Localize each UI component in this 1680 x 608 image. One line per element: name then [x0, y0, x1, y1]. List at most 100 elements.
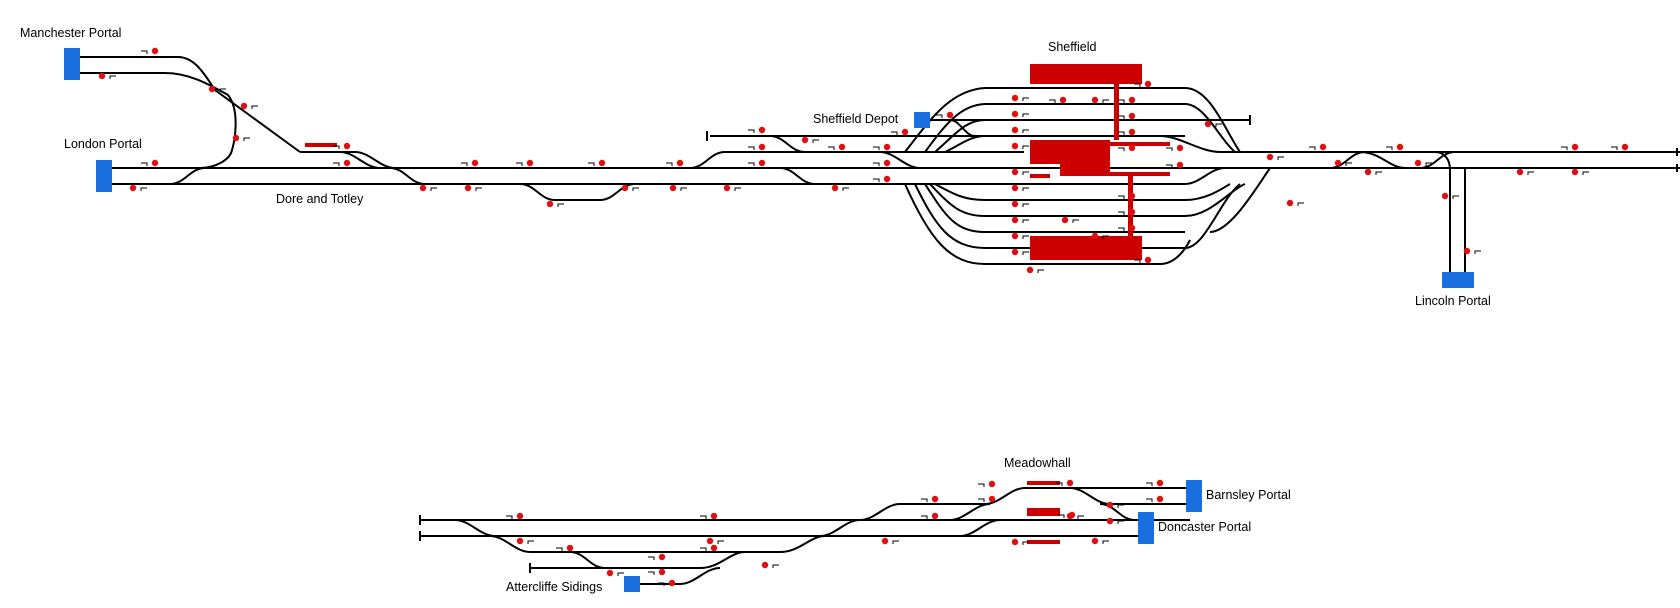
signal-icon: [1414, 159, 1432, 167]
signal-icon: [1146, 495, 1164, 503]
signal-icon: [1118, 144, 1136, 152]
signal-icon: [873, 175, 891, 183]
signal-post: [978, 483, 985, 487]
signal-icon: [1118, 192, 1136, 200]
signal-dot: [1011, 94, 1019, 102]
signal-dot: [758, 143, 766, 151]
signal-dot: [1144, 80, 1152, 88]
platform-meadowhall-1: [1027, 481, 1060, 485]
signal-post: [892, 540, 899, 544]
buffer-stops: [706, 115, 1678, 172]
signal-dot: [1091, 232, 1099, 240]
signal-post: [1277, 156, 1284, 160]
signal-icon: [240, 102, 258, 110]
signal-dot: [1128, 128, 1136, 136]
signal-post: [1022, 129, 1029, 133]
signal-dot: [1396, 143, 1404, 151]
signal-post: [936, 114, 943, 118]
signal-icon: [419, 184, 437, 192]
signal-dot: [901, 128, 909, 136]
signal-dot: [883, 175, 891, 183]
signal-icon: [232, 134, 250, 142]
platform-meadowhall-3: [1027, 540, 1060, 544]
portals: [64, 48, 1474, 592]
signal-icon: [700, 544, 718, 552]
signal-icon: [1118, 96, 1136, 104]
signal-icon: [1118, 208, 1136, 216]
signal-post: [557, 203, 564, 207]
signal-icon: [921, 512, 939, 520]
signal-dot: [1266, 153, 1274, 161]
signal-icon: [546, 200, 564, 208]
signal-icon: [1134, 80, 1152, 88]
lincoln-portal-block: [1442, 272, 1474, 288]
signal-post: [978, 498, 985, 502]
signal-post: [700, 515, 707, 519]
signal-post: [873, 162, 880, 166]
signal-post: [632, 187, 639, 191]
footbridge-south: [1128, 176, 1133, 236]
signal-dot: [1061, 216, 1069, 224]
signal-dot: [1011, 232, 1019, 240]
signal-post: [873, 178, 880, 182]
signal-post: [141, 50, 148, 54]
signal-icon: [1386, 143, 1404, 151]
signal-post: [1118, 147, 1125, 151]
platform-meadowhall-2: [1027, 508, 1060, 516]
signal-icon: [881, 537, 899, 545]
signal-dot: [988, 495, 996, 503]
signal-icon: [828, 143, 846, 151]
tracks-lower: [420, 487, 1190, 585]
signal-post: [461, 162, 468, 166]
signal-icon: [978, 480, 996, 488]
signal-icon: [464, 184, 482, 192]
signal-dot: [758, 126, 766, 134]
signal-icon: [1106, 501, 1124, 509]
signal-icon: [1011, 232, 1029, 240]
signal-icon: [1026, 266, 1044, 274]
signal-dot: [1286, 199, 1294, 207]
signal-dot: [1011, 110, 1019, 118]
signal-post: [506, 515, 513, 519]
signal-icon: [1011, 94, 1029, 102]
signal-post: [1022, 235, 1029, 239]
signal-dot: [1441, 192, 1449, 200]
signal-post: [1022, 97, 1029, 101]
signal-post: [680, 187, 687, 191]
signal-post: [1102, 540, 1109, 544]
manchester-portal-block: [64, 48, 80, 80]
label-sheffield-depot: Sheffield Depot: [813, 112, 899, 126]
signal-dot: [931, 512, 939, 520]
signal-icon: [1011, 126, 1029, 134]
signal-post: [748, 162, 755, 166]
signal-dot: [1011, 216, 1019, 224]
signal-post: [1166, 164, 1173, 168]
signal-dot: [1011, 538, 1019, 546]
signal-icon: [921, 495, 939, 503]
signal-post: [1056, 482, 1063, 486]
signal-icon: [141, 159, 159, 167]
signal-post: [617, 572, 624, 576]
signal-icon: [1011, 200, 1029, 208]
signal-post: [243, 137, 250, 141]
signal-icon: [748, 143, 766, 151]
signal-dot: [1059, 96, 1067, 104]
signal-dot: [1319, 143, 1327, 151]
signal-dot: [621, 184, 629, 192]
signal-dot: [1091, 96, 1099, 104]
signal-icon: [891, 128, 909, 136]
signal-icon: [129, 184, 147, 192]
signal-dot: [240, 102, 248, 110]
signal-post: [1474, 250, 1481, 254]
signal-icon: [141, 47, 159, 55]
signal-post: [1118, 195, 1125, 199]
platform-sheffield-top: [1030, 64, 1142, 84]
signal-dot: [723, 184, 731, 192]
signal-dot: [1128, 208, 1136, 216]
signal-post: [588, 162, 595, 166]
signal-dot: [1204, 120, 1212, 128]
signal-dot: [658, 553, 666, 561]
signal-post: [828, 146, 835, 150]
signal-dot: [1011, 248, 1019, 256]
